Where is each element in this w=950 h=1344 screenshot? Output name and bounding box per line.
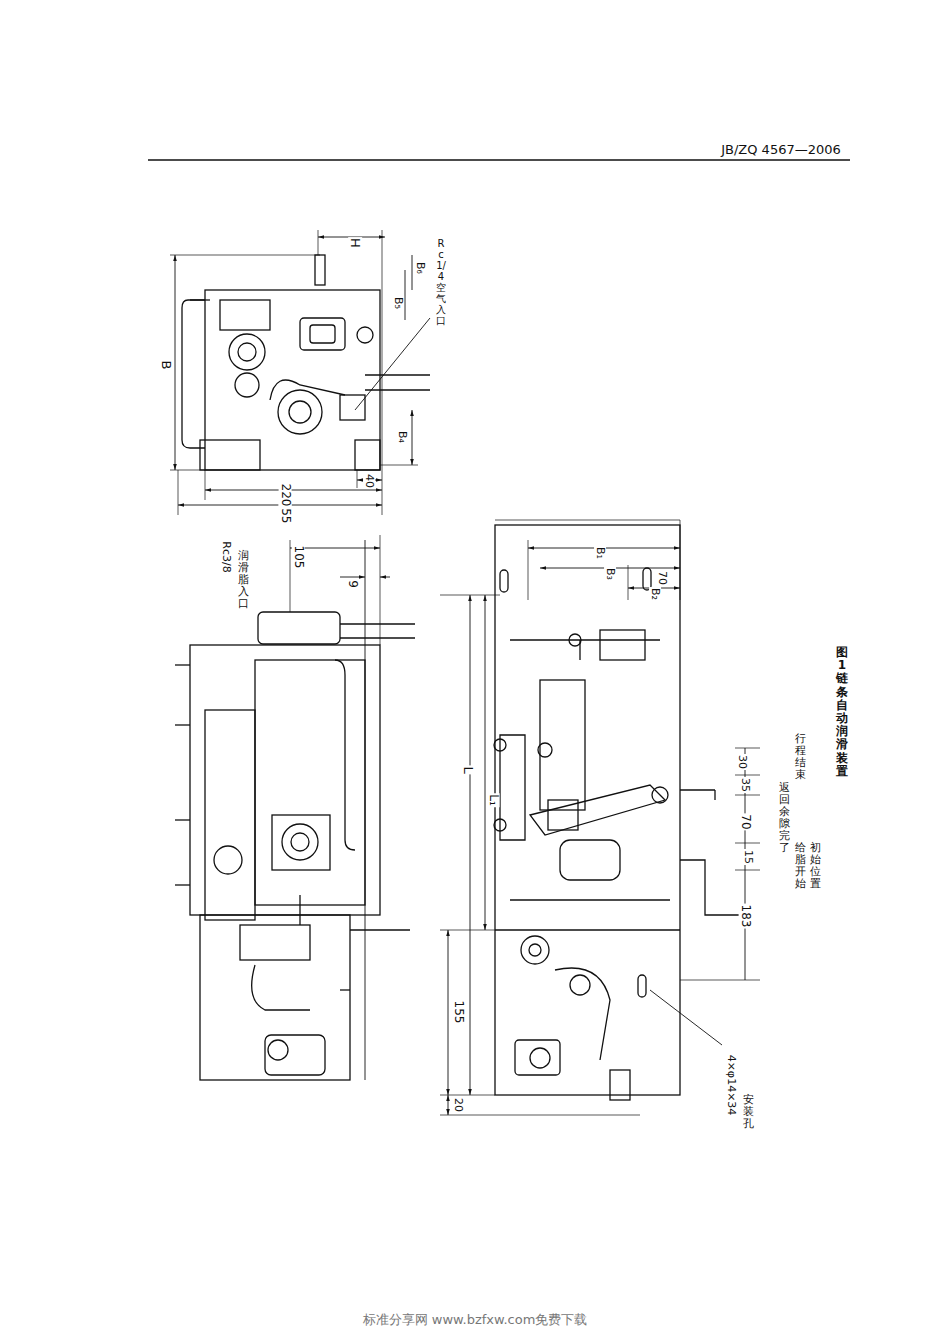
dimension-label: L — [461, 765, 475, 774]
dimension-label: 70 — [738, 813, 751, 830]
side-view — [175, 535, 415, 1080]
dimension-label: B₃ — [604, 567, 616, 581]
position-note: 给脂开始 — [795, 841, 806, 891]
hole-note: 4×φ14×34 — [725, 1054, 737, 1117]
front-view — [440, 520, 760, 1115]
port-note: Rc3/8 — [220, 540, 232, 573]
dimension-label: 155 — [451, 1000, 464, 1025]
dimension-label: L₁ — [486, 793, 499, 807]
top-view — [170, 230, 430, 515]
dimension-label: 105 — [291, 545, 304, 570]
port-note: Rc1/4空气入口 — [436, 237, 446, 327]
dimension-label: 20 — [452, 1097, 464, 1113]
dimension-label: H — [348, 237, 362, 249]
hole-note: 安装孔 — [743, 1093, 754, 1131]
dimension-label: 30 — [736, 754, 748, 770]
dimension-label: B₂ — [649, 587, 661, 601]
dimension-label: B — [159, 360, 173, 371]
position-note: 初始位置 — [810, 841, 821, 891]
figure-caption: 图1 链条自动润滑装置 — [836, 645, 848, 779]
dimension-label: 70 — [656, 570, 668, 586]
dimension-label: B₄ — [396, 430, 408, 444]
dimension-label: B₁ — [594, 546, 606, 560]
dimension-label: 15 — [742, 849, 754, 865]
position-note: 返回余隙完了 — [779, 781, 790, 856]
dimension-label: 40 — [363, 473, 375, 489]
dimension-label: B₆ — [414, 261, 426, 275]
dimension-label: 35 — [739, 777, 751, 793]
dimension-label: 220 — [278, 483, 291, 508]
position-note: 行程结束 — [795, 732, 806, 782]
dimension-label: 183 — [738, 904, 751, 929]
header-code: JB/ZQ 4567—2006 — [720, 143, 842, 157]
header-rule — [148, 159, 850, 161]
dimension-label: B₅ — [392, 296, 404, 310]
dimension-label: 9 — [345, 579, 358, 589]
watermark: 标准分享网 www.bzfxw.com免费下载 — [362, 1313, 589, 1327]
port-note: 润滑脂入口 — [238, 549, 249, 611]
